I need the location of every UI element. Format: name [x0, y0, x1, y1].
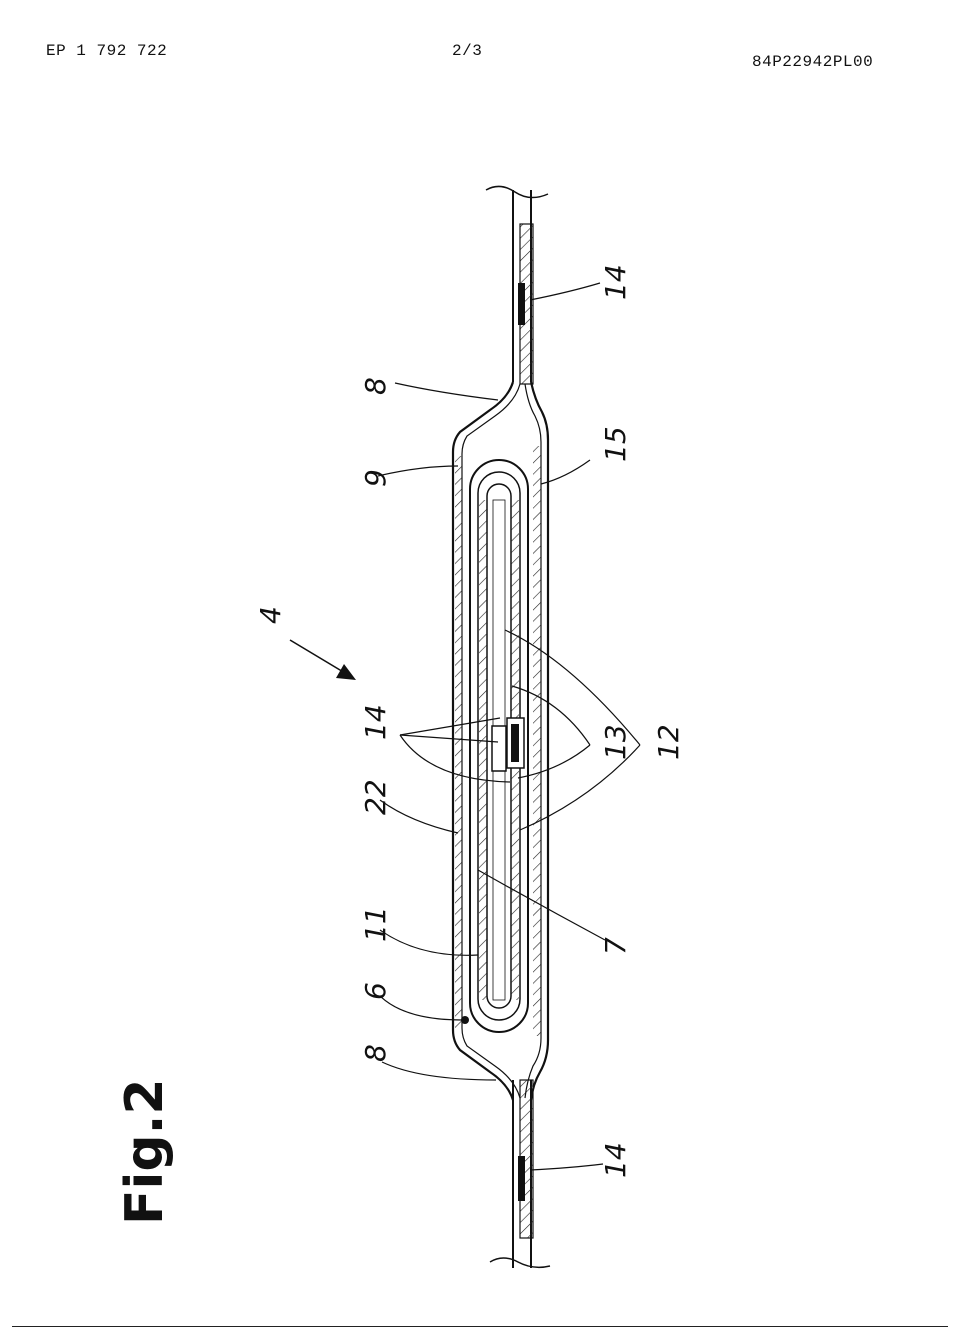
label-22: 22	[359, 779, 392, 815]
outer-envelope	[451, 381, 550, 1101]
strip-bottom	[512, 1079, 534, 1268]
label-9: 9	[359, 469, 392, 487]
label-11: 11	[359, 906, 392, 942]
label-14-bottom: 14	[599, 1142, 632, 1178]
item-6-dot	[461, 1016, 469, 1024]
strip-top	[512, 190, 534, 385]
label-7: 7	[599, 937, 632, 955]
reference-code: 84P22942PL00	[752, 53, 874, 71]
bottom-rule	[12, 1326, 948, 1327]
top-break-mark	[485, 185, 549, 199]
assembly-arrow	[289, 639, 356, 680]
label-14-center: 14	[359, 704, 392, 740]
center-element-a	[491, 725, 507, 772]
label-6: 6	[359, 982, 392, 1000]
label-8-bottom: 8	[359, 1044, 392, 1062]
outer-wall-hatch-left	[455, 456, 462, 1028]
bottom-break-mark	[489, 1257, 551, 1269]
leader-lines	[377, 282, 641, 1171]
sheet-number: 2/3	[452, 42, 483, 60]
label-8-top: 8	[359, 377, 392, 395]
label-14-top: 14	[599, 264, 632, 300]
label-15: 15	[599, 426, 632, 462]
label-assembly: 4	[254, 606, 287, 624]
outer-wall-hatch-right	[533, 446, 541, 1036]
label-12: 12	[652, 724, 685, 760]
figure-title: Fig.2	[115, 1078, 175, 1225]
label-13: 13	[599, 724, 632, 760]
publication-number: EP 1 792 722	[46, 42, 168, 60]
